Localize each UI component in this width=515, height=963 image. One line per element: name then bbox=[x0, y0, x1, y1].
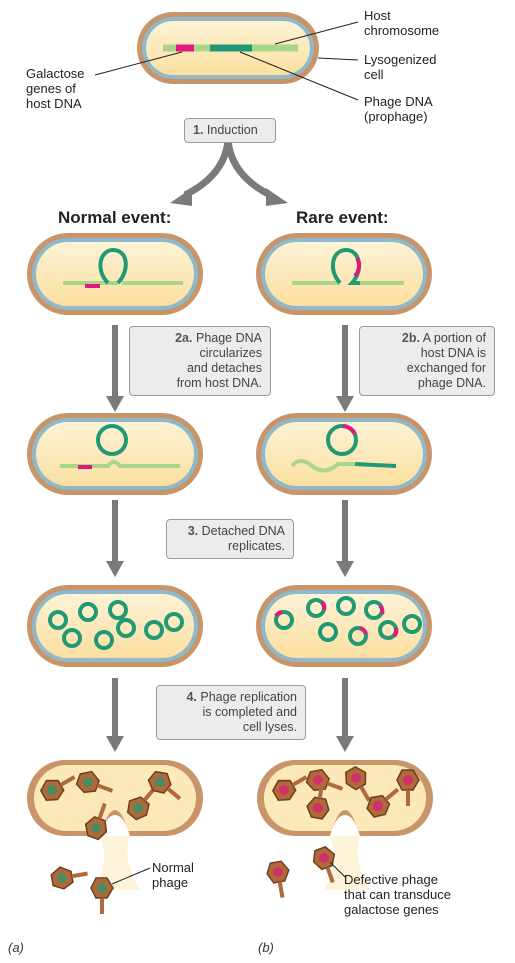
leader-lines-top bbox=[94, 21, 359, 101]
cell-normal-4 bbox=[27, 585, 203, 667]
cell-rare-4 bbox=[256, 585, 432, 667]
step-2a-number: 2a. bbox=[175, 331, 193, 345]
step-3: 3. Detached DNA replicates. bbox=[166, 519, 294, 559]
label-defective-phage: Defective phage that can transduce galac… bbox=[344, 872, 451, 917]
step-1-number: 1. bbox=[193, 123, 204, 137]
leader-lines-bottom bbox=[111, 861, 347, 885]
step-2a-text: Phage DNA circularizes and detaches from… bbox=[176, 331, 262, 390]
step-3-number: 3. bbox=[187, 524, 199, 538]
label-lysogenized-cell: Lysogenized cell bbox=[364, 52, 437, 82]
step-2b-text: A portion of host DNA is exchanged for p… bbox=[406, 331, 486, 390]
panel-label-b: (b) bbox=[258, 940, 274, 955]
label-host-chromosome: Host chromosome bbox=[364, 8, 440, 38]
label-phage-dna: Phage DNA (prophage) bbox=[364, 94, 433, 124]
header-rare-event: Rare event: bbox=[296, 208, 389, 227]
defective-phages bbox=[266, 765, 420, 898]
header-normal-event: Normal event: bbox=[58, 208, 172, 227]
label-normal-phage: Normal phage bbox=[152, 860, 194, 890]
induction-arrows bbox=[183, 139, 272, 199]
arrows-right bbox=[336, 325, 354, 752]
step-4: 4. Phage replication is completed and ce… bbox=[156, 685, 306, 740]
panel-label-a: (a) bbox=[8, 940, 24, 955]
cell-normal-3 bbox=[27, 413, 203, 495]
lysogenized-cell-top bbox=[137, 12, 319, 84]
step-2a: 2a. Phage DNA circularizes and detaches … bbox=[129, 326, 271, 396]
arrows-left bbox=[106, 325, 124, 752]
step-1-induction: 1. Induction bbox=[184, 118, 276, 143]
step-2b-number: 2b. bbox=[401, 331, 420, 345]
step-2b: 2b. A portion of host DNA is exchanged f… bbox=[359, 326, 495, 396]
cell-normal-2 bbox=[27, 233, 203, 315]
cell-rare-2 bbox=[256, 233, 432, 315]
step-3-text: Detached DNA replicates. bbox=[201, 524, 285, 553]
step-1-text: Induction bbox=[206, 123, 258, 137]
normal-phages bbox=[39, 770, 182, 914]
step-4-number: 4. bbox=[186, 690, 197, 704]
step-4-text: Phage replication is completed and cell … bbox=[200, 690, 297, 734]
label-galactose-genes: Galactose genes of host DNA bbox=[26, 66, 85, 111]
cell-rare-3 bbox=[256, 413, 432, 495]
